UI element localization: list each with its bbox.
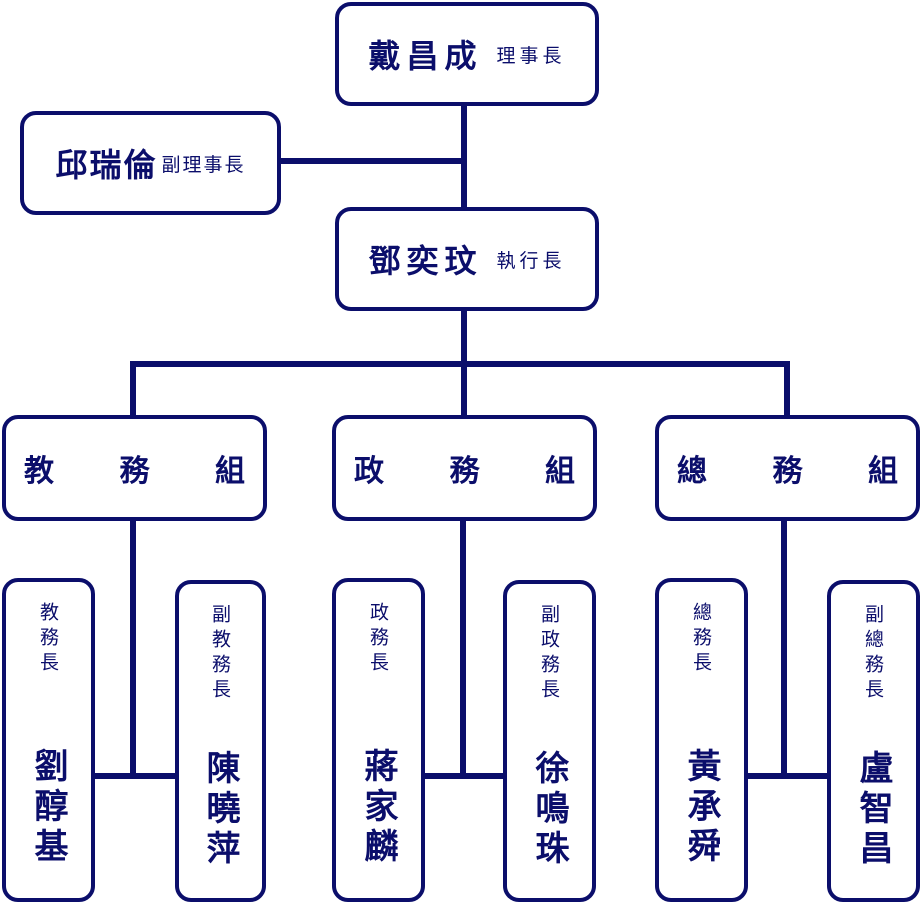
person-box-general-deputy: 副總務長 盧智昌 (827, 580, 920, 902)
person-box-political-deputy: 副政務長 徐鳴珠 (503, 580, 596, 902)
connector-group3-bar (745, 773, 829, 779)
person-box-academic-deputy: 副教務長 陳曉萍 (175, 580, 266, 902)
connector-group2-stem (460, 517, 466, 779)
ceo-name: 鄧奕玟 (368, 242, 483, 280)
person-title: 副政務長 (538, 604, 560, 704)
group-char: 組 (868, 454, 898, 489)
vice-chairman-box: 邱瑞倫 副理事長 (20, 111, 281, 215)
group-char: 組 (545, 454, 575, 489)
ceo-box: 鄧奕玟 執行長 (335, 207, 599, 311)
person-name: 黃承舜 (681, 748, 721, 868)
person-title: 副總務長 (862, 604, 884, 704)
person-box-academic-head: 教務長 劉醇基 (2, 578, 95, 902)
person-box-general-head: 總務長 黃承舜 (655, 578, 748, 902)
group-char: 務 (119, 454, 150, 489)
group-box-academic: 教 務 組 (2, 415, 267, 521)
connector-vice-chairman (278, 158, 464, 164)
group-box-political: 政 務 組 (332, 415, 597, 521)
person-name: 徐鳴珠 (529, 750, 569, 870)
person-title: 政務長 (367, 602, 389, 677)
person-title: 總務長 (690, 602, 712, 677)
person-title: 教務長 (37, 602, 59, 677)
group-char: 務 (772, 454, 803, 489)
group-char: 務 (449, 454, 480, 489)
connector-group3-stem (781, 517, 787, 779)
group-char: 教 (24, 454, 54, 489)
person-title: 副教務長 (209, 604, 231, 704)
connector-group2-bar (423, 773, 507, 779)
chairman-title: 理事長 (496, 44, 566, 67)
chairman-name: 戴昌成 (368, 37, 483, 75)
person-name: 陳曉萍 (200, 750, 240, 870)
person-box-political-head: 政務長 蔣家麟 (332, 578, 425, 902)
person-name: 劉醇基 (28, 748, 68, 868)
group-char: 政 (354, 454, 384, 489)
vice-chairman-name: 邱瑞倫 (55, 146, 158, 184)
connector-group1-stem (130, 517, 136, 779)
group-char: 組 (215, 454, 245, 489)
person-name: 盧智昌 (853, 750, 893, 870)
connector-group1-bar (93, 773, 177, 779)
group-char: 總 (677, 454, 707, 489)
ceo-title: 執行長 (496, 249, 566, 272)
person-name: 蔣家麟 (358, 748, 398, 868)
group-box-general: 總 務 組 (655, 415, 920, 521)
connector-branch-right (784, 361, 790, 417)
connector-branch-bar (130, 361, 790, 367)
connector-branch-left (130, 361, 136, 417)
vice-chairman-title: 副理事長 (161, 153, 246, 176)
connector-chairman-ceo (461, 104, 467, 210)
chairman-box: 戴昌成 理事長 (335, 2, 599, 106)
